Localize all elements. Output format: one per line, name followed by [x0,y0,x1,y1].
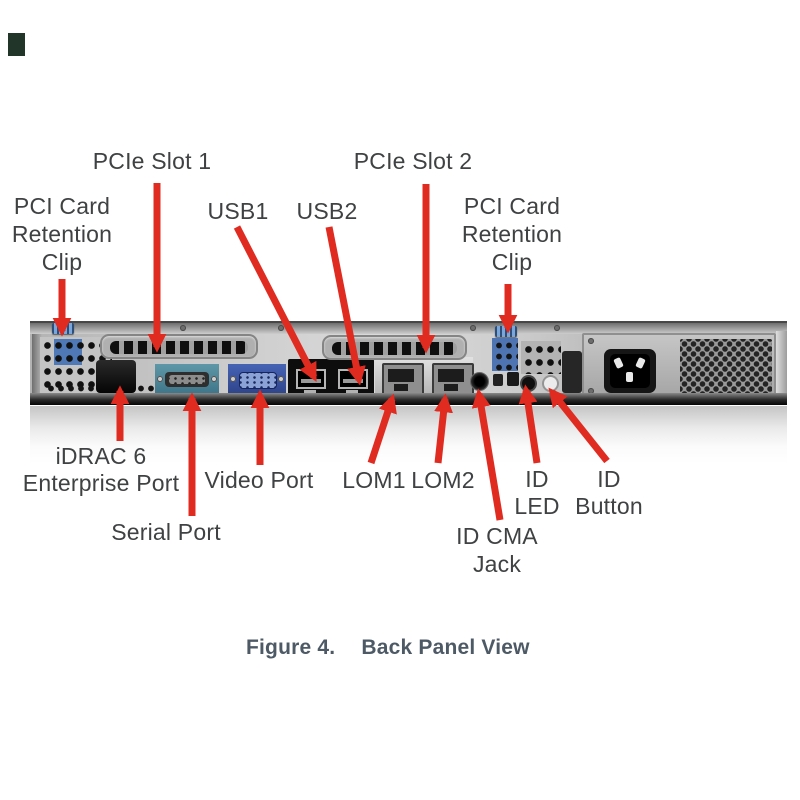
label-idrac: iDRAC 6 Enterprise Port [22,443,180,496]
slot-vents [332,342,457,355]
label-id-button: ID Button [575,466,643,519]
usb-tongue [301,379,321,383]
pcie-slot-1 [100,334,258,359]
screw [470,325,476,331]
label-pcie-slot-1: PCIe Slot 1 [92,148,212,174]
rj45-latch [444,384,458,391]
label-pci-clip-right: PCI Card Retention Clip [461,193,563,275]
screw [230,376,236,382]
power-supply [582,333,776,397]
pci-retention-clip-right [495,326,517,337]
usb-tongue [343,379,363,383]
pcie-slot-2 [322,335,467,360]
screw [180,325,186,331]
usb-block [288,359,374,397]
inlet-pin [626,372,633,382]
idrac-port [96,360,136,393]
small-connector [493,374,503,386]
figure-caption-number: Figure 4. [246,636,336,659]
vga-connector [239,372,277,389]
usb-icon [346,390,358,393]
label-video: Video Port [204,467,314,493]
id-cma-jack [470,372,489,391]
lom-block [375,357,474,397]
screw [278,376,284,382]
db9-pins [169,375,205,384]
label-lom1: LOM1 [342,467,406,493]
usb-icon [304,390,316,393]
psu-latch [562,351,582,393]
chassis-right-edge [776,331,787,397]
usb-port-1 [296,369,326,389]
rj45-latch [394,384,408,391]
screw [211,376,217,382]
label-pcie-slot-2: PCIe Slot 2 [353,148,473,174]
pci-retention-clip-left [52,323,74,334]
rj45-opening [438,369,464,382]
slot-vents [110,341,248,354]
screw [554,325,560,331]
screw [157,376,163,382]
figure-caption-title: Back Panel View [361,636,530,659]
mid-vent-grid [521,341,561,374]
screw [278,325,284,331]
rj45-opening [388,369,414,382]
chassis-left-edge [32,334,42,394]
label-lom2: LOM2 [411,467,475,493]
label-id-led: ID LED [514,466,560,519]
label-id-cma: ID CMA Jack [456,523,538,577]
video-port-panel [228,364,286,395]
id-led [520,375,537,392]
chassis-bottom-edge [30,393,787,405]
db9-connector [165,372,209,387]
label-pci-clip-left: PCI Card Retention Clip [11,193,113,275]
corner-mark [8,33,25,56]
id-button [542,375,559,392]
lom2-port [432,363,474,397]
psu-vent-honeycomb [680,339,772,393]
serial-port-panel [155,364,219,395]
label-usb1: USB1 [207,198,269,224]
vent-holes [492,338,518,371]
server-reflection [30,406,787,464]
label-usb2: USB2 [296,198,358,224]
figure-caption: Figure 4. Back Panel View [246,636,530,660]
chassis-top-rail [30,321,787,334]
lom1-port [382,363,424,397]
retention-mechanism-blue [492,338,518,371]
small-connector [507,372,519,386]
server-back-panel-image [30,321,787,405]
label-serial: Serial Port [111,519,221,545]
power-inlet-c14 [604,349,656,393]
usb-port-2 [338,369,368,389]
screw [588,338,594,344]
